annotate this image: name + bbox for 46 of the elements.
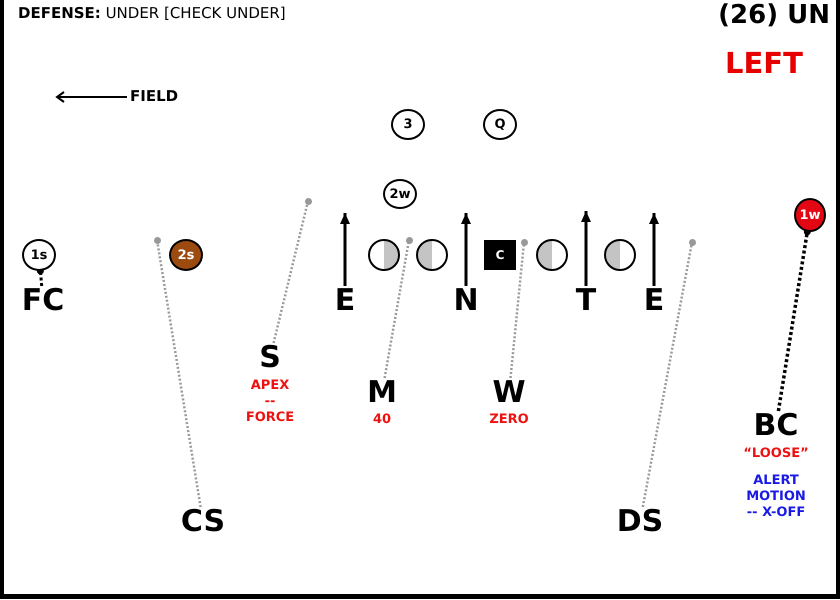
landmark-dot bbox=[154, 236, 160, 244]
offense-player: 1w bbox=[794, 198, 826, 232]
landmark-dot bbox=[688, 238, 696, 246]
leader-line bbox=[776, 228, 811, 412]
defender-letter: DS bbox=[616, 507, 664, 537]
direction-label: LEFT bbox=[725, 46, 803, 80]
defender-letter: W bbox=[492, 378, 526, 408]
leader-line bbox=[272, 204, 308, 344]
lineman-symbol bbox=[604, 239, 636, 271]
field-label: FIELD bbox=[130, 87, 178, 105]
leader-line bbox=[383, 243, 410, 378]
leader-line bbox=[642, 245, 693, 508]
landmark-dot bbox=[304, 198, 312, 204]
lineman-symbol bbox=[536, 239, 568, 271]
assignment-note: 40 bbox=[372, 412, 392, 428]
leader-line bbox=[509, 245, 525, 378]
arrow bbox=[649, 213, 659, 286]
assignment-note: ZERO bbox=[489, 412, 529, 428]
offense-player: Q bbox=[483, 108, 517, 140]
defender-letter: BC bbox=[754, 411, 798, 441]
formation-label: (26) UN bbox=[718, 0, 830, 30]
center-player: C bbox=[484, 240, 516, 270]
offense-player: 2s bbox=[169, 239, 203, 271]
assignment-note: APEX -- FORCE bbox=[246, 378, 294, 426]
defender-letter: N bbox=[453, 286, 479, 316]
offense-player: 3 bbox=[391, 108, 425, 140]
defender-letter: S bbox=[259, 343, 281, 373]
landmark-dot bbox=[520, 238, 528, 246]
leader-line bbox=[156, 243, 202, 508]
defender-letter: FC bbox=[22, 286, 64, 316]
assignment-note: “LOOSE” bbox=[743, 446, 809, 462]
landmark-dot bbox=[406, 236, 412, 244]
offense-player: 1s bbox=[22, 239, 56, 271]
offense-player: 2w bbox=[383, 179, 417, 209]
lineman-symbol bbox=[368, 239, 400, 271]
defender-letter: E bbox=[334, 286, 356, 316]
defender-letter: T bbox=[576, 286, 596, 316]
lineman-symbol bbox=[416, 239, 448, 271]
defense-heading: DEFENSE: UNDER [CHECK UNDER] bbox=[18, 4, 286, 22]
arrow bbox=[340, 213, 350, 286]
defender-letter: E bbox=[644, 286, 664, 316]
arrow bbox=[461, 213, 471, 286]
arrow bbox=[581, 211, 591, 286]
assignment-note: ALERT MOTION -- X-OFF bbox=[746, 473, 806, 521]
defender-letter: CS bbox=[180, 507, 226, 537]
defender-letter: M bbox=[367, 378, 397, 408]
